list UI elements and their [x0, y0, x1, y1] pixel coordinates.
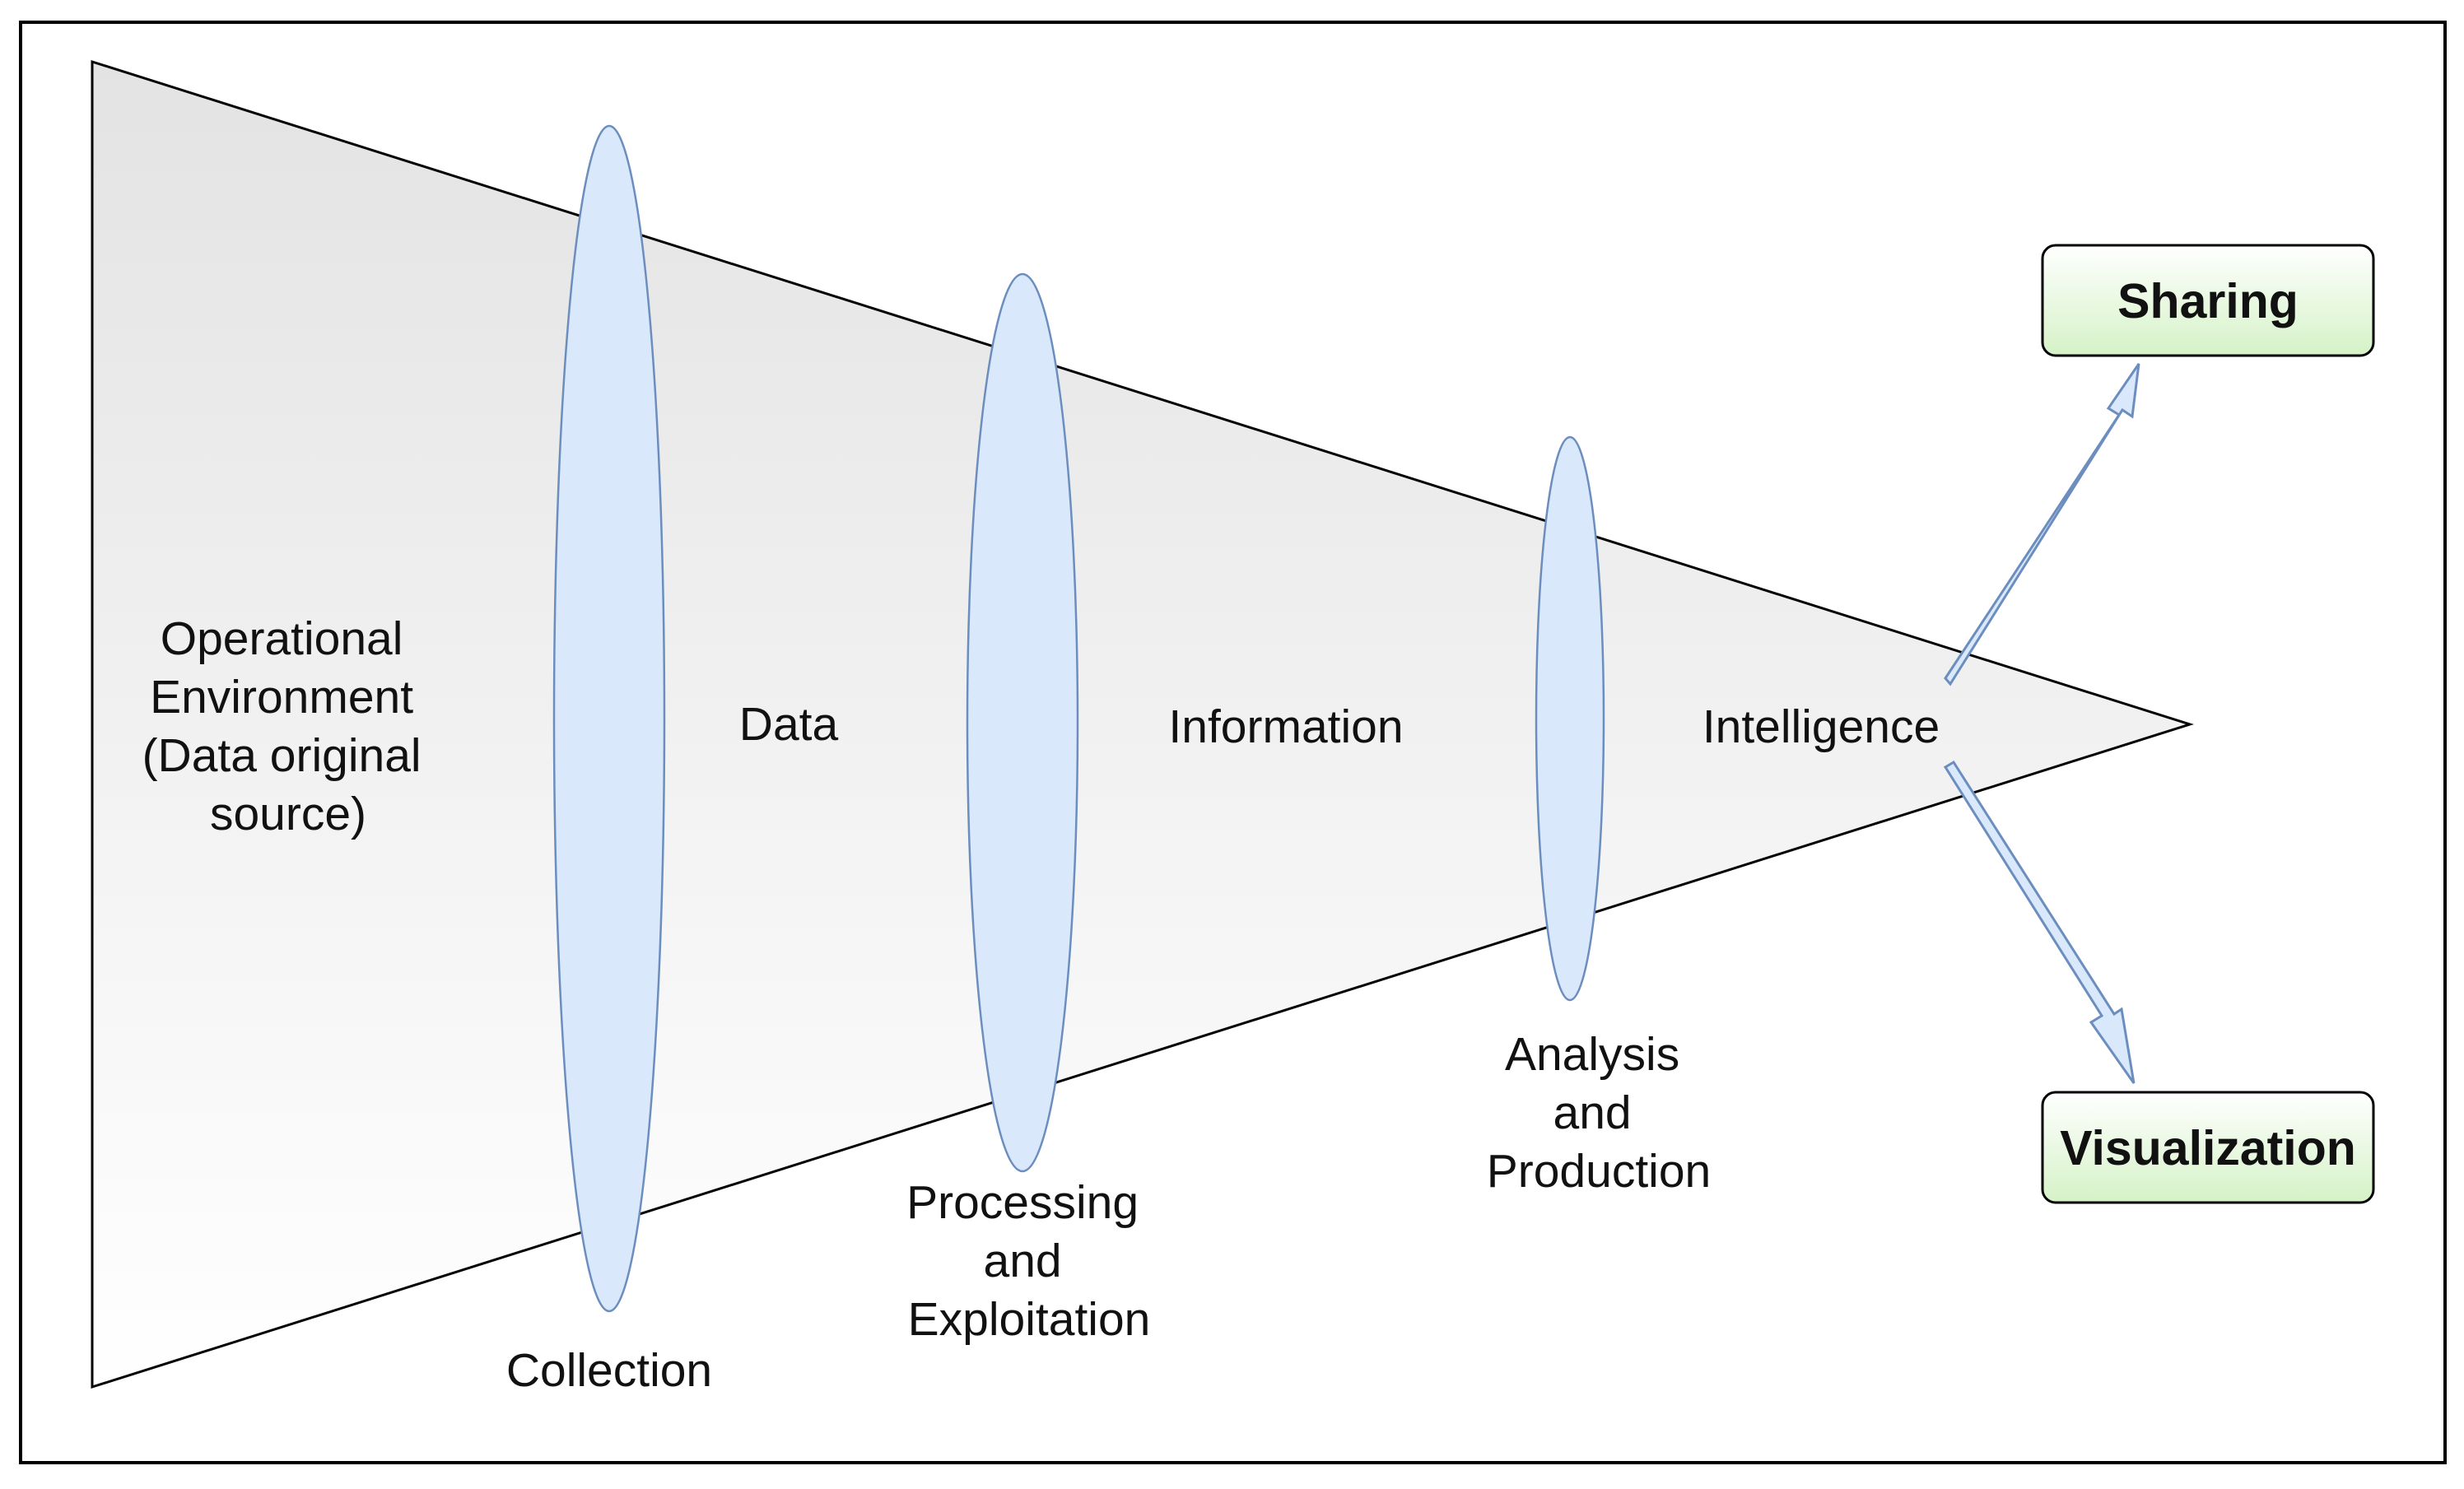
- analysis-label: Analysis and Production: [1487, 1028, 1712, 1198]
- sharing-label: Sharing: [2117, 274, 2299, 328]
- intelligence-label: Intelligence: [1702, 700, 1940, 753]
- visualization-box[interactable]: [2041, 1091, 2375, 1204]
- analysis-lens[interactable]: [1535, 435, 1605, 1002]
- data-label: Data: [739, 698, 839, 751]
- arrow-to-sharing: [1944, 363, 2140, 686]
- source-label: Operational Environment (Data original s…: [142, 612, 435, 840]
- visualization-label: Visualization: [2060, 1121, 2356, 1175]
- collection-label: Collection: [506, 1344, 712, 1397]
- arrow-to-visualization: [1943, 760, 2136, 1084]
- processing-lens[interactable]: [966, 272, 1079, 1173]
- collection-lens[interactable]: [552, 124, 666, 1313]
- sharing-box[interactable]: [2041, 244, 2375, 357]
- processing-label: Processing and Exploitation: [906, 1176, 1152, 1346]
- information-label: Information: [1168, 700, 1403, 753]
